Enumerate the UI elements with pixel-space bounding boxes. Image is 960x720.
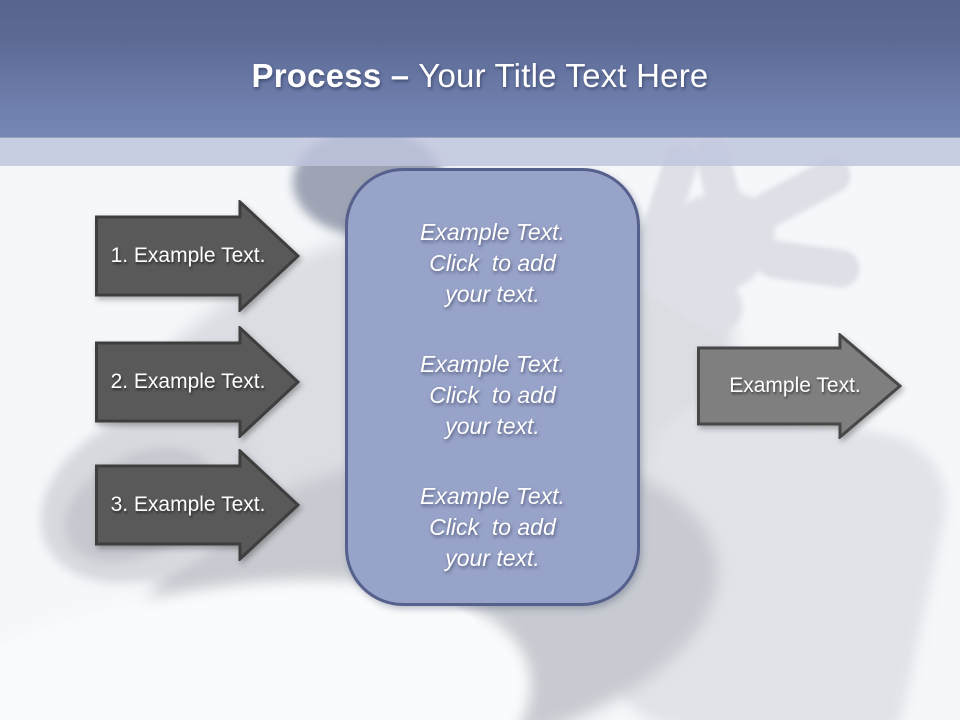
text-block-1[interactable]: Example Text. Click to add your text. <box>420 217 565 310</box>
right-arrow-icon <box>95 449 300 561</box>
title-text: Your Title Text Here <box>418 56 709 94</box>
right-arrow-icon <box>95 326 300 438</box>
title-bar: Process –Your Title Text Here <box>0 0 960 137</box>
slide-title[interactable]: Process –Your Title Text Here <box>252 57 709 95</box>
step-arrow-label: 2. Example Text. <box>110 370 266 393</box>
text-line: Example Text. <box>420 483 565 509</box>
center-text-box[interactable]: Example Text. Click to add your text. Ex… <box>345 168 640 606</box>
step-arrow-label: 3. Example Text. <box>110 493 266 516</box>
text-line: Click to add <box>429 382 556 408</box>
step-arrow-3[interactable]: 3. Example Text. <box>95 449 300 561</box>
frog-finger-shape <box>752 237 863 291</box>
output-arrow[interactable]: Example Text. <box>697 333 902 439</box>
right-arrow-icon <box>697 333 902 439</box>
text-block-2[interactable]: Example Text. Click to add your text. <box>420 349 565 442</box>
title-keyword: Process – <box>251 56 410 94</box>
divider-band <box>0 137 960 166</box>
output-arrow-label: Example Text. <box>729 374 861 397</box>
text-line: Example Text. <box>420 351 565 377</box>
step-arrow-1[interactable]: 1. Example Text. <box>95 200 300 312</box>
text-line: Click to add <box>429 250 556 276</box>
text-line: your text. <box>445 413 540 439</box>
text-line: your text. <box>445 545 540 571</box>
right-arrow-icon <box>95 200 300 312</box>
text-line: Click to add <box>429 514 556 540</box>
step-arrow-2[interactable]: 2. Example Text. <box>95 326 300 438</box>
step-arrow-label: 1. Example Text. <box>110 244 266 267</box>
text-line: Example Text. <box>420 219 565 245</box>
text-block-3[interactable]: Example Text. Click to add your text. <box>420 481 565 574</box>
text-line: your text. <box>445 281 540 307</box>
